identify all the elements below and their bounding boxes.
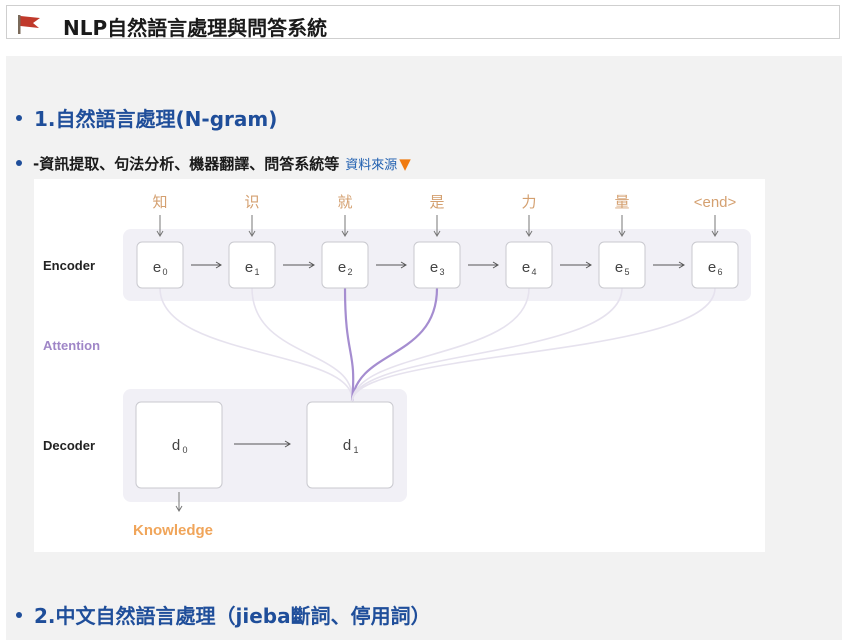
page-title: NLP自然語言處理與問答系統	[63, 16, 328, 40]
encoder-node-index: 6	[717, 267, 722, 277]
encoder-node-label: e	[153, 259, 161, 276]
arrow-head	[156, 230, 164, 237]
attention-line	[343, 287, 355, 402]
encoder-node-index: 2	[347, 267, 352, 277]
arrow-head	[433, 230, 441, 237]
input-token: 力	[521, 194, 536, 211]
bullet-dot	[16, 160, 22, 166]
arrow-head	[248, 230, 256, 237]
decoder-label: Decoder	[43, 438, 95, 453]
input-token: 就	[337, 194, 352, 211]
arrow-head	[618, 230, 626, 237]
arrow-head	[585, 261, 592, 269]
arrow-head	[284, 440, 291, 448]
section-description: -資訊提取、句法分析、機器翻譯、問答系統等資料來源▼	[33, 153, 411, 174]
encoder-node-index: 4	[531, 267, 536, 277]
attention-line	[351, 287, 716, 402]
encoder-label: Encoder	[43, 258, 95, 273]
decoder-node	[135, 401, 223, 489]
attention-line	[159, 287, 353, 402]
source-link[interactable]: 資料來源	[345, 158, 398, 173]
knowledge-label: Knowledge	[133, 522, 213, 539]
arrow-head	[711, 230, 719, 237]
encoder-node	[228, 241, 276, 289]
attention-line	[350, 287, 439, 402]
encoder-node-index: 5	[624, 267, 629, 277]
decoder-node-label: d	[343, 437, 351, 454]
encoder-node	[691, 241, 739, 289]
encoder-node-label: e	[708, 259, 716, 276]
decoder-node	[306, 401, 394, 489]
encoder-node-index: 3	[439, 267, 444, 277]
encoder-node	[136, 241, 184, 289]
bullet-dot	[16, 612, 22, 618]
encoder-node-label: e	[615, 259, 623, 276]
input-token: 知	[152, 194, 167, 211]
flag-icon	[18, 15, 40, 34]
encoder-node-label: e	[522, 259, 530, 276]
attention-line	[251, 287, 353, 402]
bullet-dot	[16, 115, 22, 121]
encoder-node	[413, 241, 461, 289]
decoder-node-index: 1	[353, 445, 358, 455]
encoder-node-label: e	[430, 259, 438, 276]
section-heading-ngram: 1.自然語言處理(N-gram)	[34, 107, 278, 131]
arrow-head	[400, 261, 407, 269]
attention-line	[351, 287, 623, 402]
arrow-head	[215, 261, 222, 269]
encoder-node-label: e	[338, 259, 346, 276]
attention-line	[351, 287, 530, 402]
input-token: 识	[244, 194, 259, 211]
encoder-node-index: 0	[162, 267, 167, 277]
arrow-head	[492, 261, 499, 269]
arrow-head	[525, 230, 533, 237]
encoder-node-index: 1	[254, 267, 259, 277]
input-token: 是	[429, 194, 444, 211]
decoder-node-index: 0	[182, 445, 187, 455]
encoder-node	[598, 241, 646, 289]
decoder-node-label: d	[172, 437, 180, 454]
input-token: <end>	[694, 194, 737, 211]
description-text: -資訊提取、句法分析、機器翻譯、問答系統等	[33, 155, 340, 173]
encoder-node-label: e	[245, 259, 253, 276]
encoder-node	[505, 241, 553, 289]
input-token: 量	[614, 194, 629, 211]
arrow-head	[341, 230, 349, 237]
encoder-node	[321, 241, 369, 289]
arrow-head	[678, 261, 685, 269]
page-header: NLP自然語言處理與問答系統	[6, 5, 840, 40]
attention-label: Attention	[43, 338, 100, 353]
arrow-head	[308, 261, 315, 269]
expand-arrow-icon[interactable]: ▼	[399, 155, 411, 173]
section-heading-jieba: 2.中文自然語言處理（jieba斷詞、停用詞）	[34, 604, 431, 628]
arrow-head	[175, 505, 183, 512]
